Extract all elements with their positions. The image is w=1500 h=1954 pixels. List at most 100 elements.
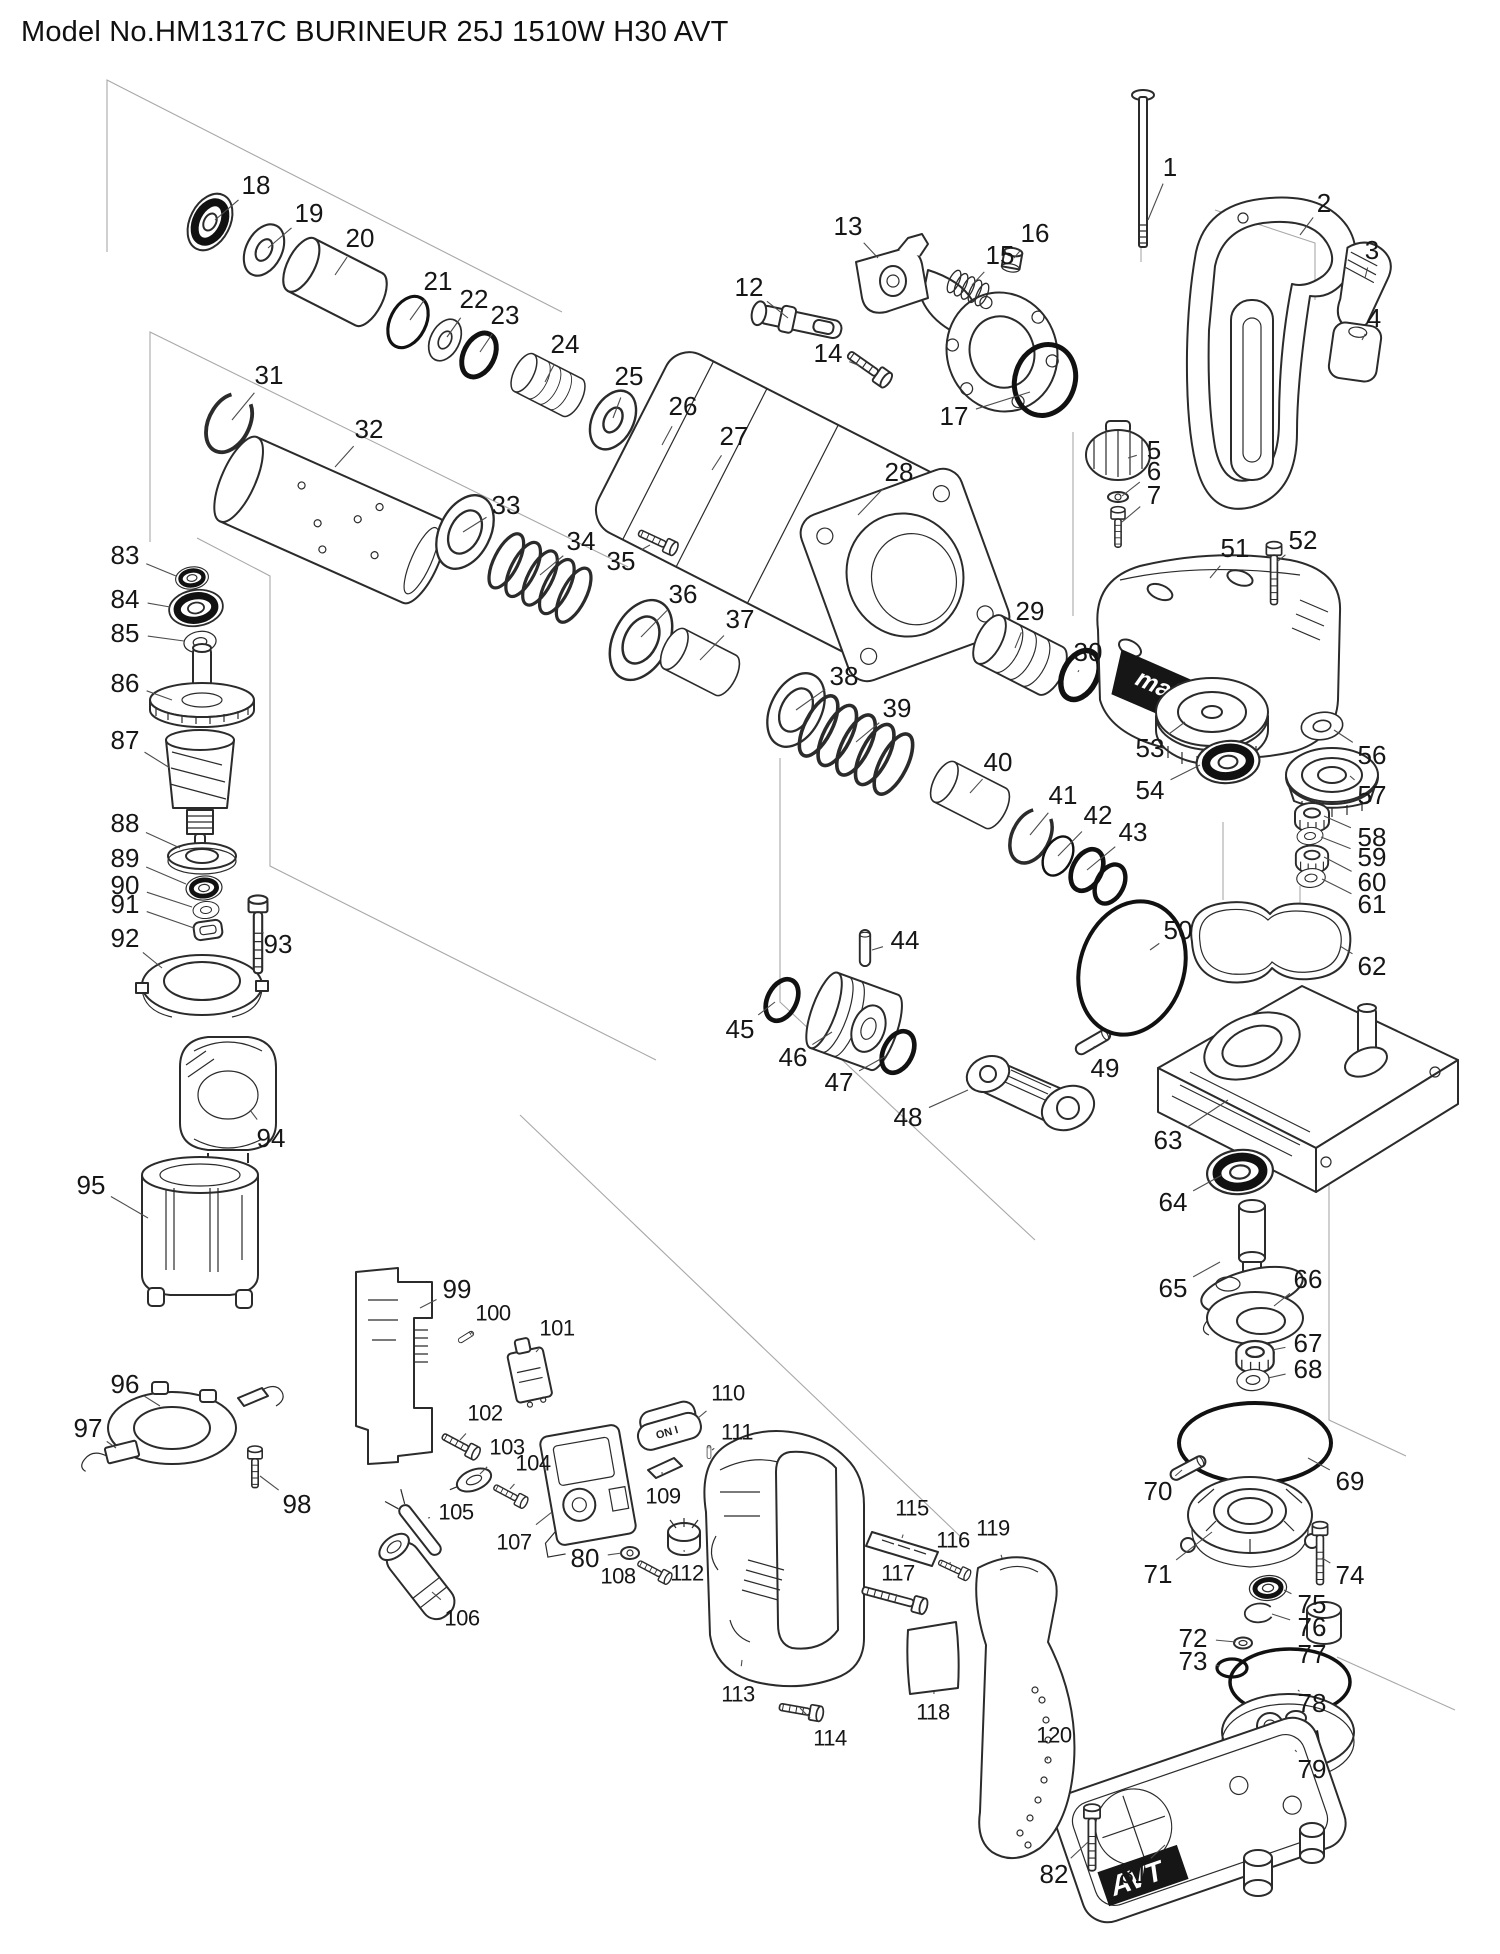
leader-line-59 — [1320, 836, 1351, 850]
part-label-88: 88 — [111, 808, 140, 838]
leader-line-23 — [479, 333, 493, 353]
leader-line-67 — [1271, 1346, 1286, 1351]
part-label-111: 111 — [721, 1420, 753, 1445]
part-label-69: 69 — [1336, 1466, 1365, 1496]
part-art-48 — [965, 1055, 1096, 1132]
leader-line-78 — [1297, 1689, 1300, 1692]
leader-line-93 — [261, 931, 264, 934]
leader-line-102 — [459, 1433, 467, 1441]
part-art-75 — [1248, 1574, 1287, 1602]
leader-line-60 — [1323, 856, 1352, 872]
leader-line-31 — [231, 392, 255, 421]
part-label-102: 102 — [467, 1401, 502, 1426]
part-label-18: 18 — [242, 170, 271, 200]
leader-line-73 — [1215, 1664, 1221, 1667]
part-label-86: 86 — [111, 668, 140, 698]
part-label-7: 7 — [1147, 480, 1161, 510]
part-art-14 — [843, 346, 896, 391]
part-label-120: 120 — [1036, 1723, 1071, 1748]
leader-line-50 — [1149, 942, 1160, 951]
part-label-41: 41 — [1049, 780, 1078, 810]
part-label-14: 14 — [814, 338, 843, 368]
part-label-108: 108 — [600, 1564, 635, 1589]
leader-line-120 — [1046, 1757, 1049, 1761]
part-label-99: 99 — [443, 1274, 472, 1304]
leader-line-48 — [928, 1089, 969, 1109]
part-art-108 — [634, 1556, 675, 1587]
part-art-17 — [1011, 342, 1079, 418]
leader-line-2 — [1299, 217, 1314, 236]
part-label-6: 6 — [1147, 456, 1161, 486]
leader-line-56 — [1333, 729, 1354, 743]
part-label-60: 60 — [1358, 867, 1387, 897]
part-label-112: 112 — [670, 1561, 704, 1586]
leader-line-82 — [1070, 1841, 1089, 1859]
leader-line-18 — [214, 199, 239, 221]
part-art-90 — [191, 899, 221, 921]
part-label-70: 70 — [1144, 1476, 1173, 1506]
leader-line-41 — [1029, 812, 1049, 836]
part-label-83: 83 — [111, 540, 140, 570]
part-art-103 — [449, 1467, 493, 1493]
leader-line-20 — [334, 256, 348, 276]
leader-line-33 — [462, 516, 487, 533]
part-art-43b — [1088, 859, 1131, 908]
part-art-41 — [999, 804, 1061, 872]
leader-line-100 — [469, 1331, 473, 1335]
part-art-98 — [247, 1445, 264, 1489]
part-label-20: 20 — [346, 223, 375, 253]
part-label-38: 38 — [830, 661, 859, 691]
part-label-89: 89 — [111, 843, 140, 873]
part-label-90: 90 — [111, 870, 140, 900]
leader-line-80 — [607, 1552, 623, 1556]
leader-line-85 — [147, 635, 185, 642]
leader-line-15 — [971, 271, 985, 286]
part-label-63: 63 — [1154, 1125, 1183, 1155]
leader-line-110 — [697, 1410, 707, 1419]
part-art-24 — [504, 348, 592, 422]
on-label: ON I — [655, 1424, 680, 1442]
part-label-52: 52 — [1289, 525, 1318, 555]
part-label-115: 115 — [895, 1496, 929, 1521]
part-art-83 — [174, 565, 210, 591]
leader-line-6 — [1121, 481, 1141, 497]
part-art-46 — [805, 971, 903, 1072]
part-art-91 — [192, 918, 224, 942]
leader-line-99 — [419, 1299, 437, 1309]
part-art-86 — [149, 643, 255, 728]
part-art-104 — [490, 1480, 531, 1511]
leader-line-38 — [795, 688, 826, 711]
part-label-74: 74 — [1336, 1560, 1365, 1590]
part-label-34: 34 — [567, 526, 596, 556]
part-label-56: 56 — [1358, 740, 1387, 770]
leader-line-12 — [766, 300, 789, 319]
part-art-107 — [539, 1424, 637, 1558]
part-label-105: 105 — [438, 1500, 473, 1525]
part-label-75: 75 — [1298, 1589, 1327, 1619]
leader-line-88 — [145, 832, 181, 849]
leader-line-46 — [812, 1031, 833, 1046]
part-art-71 — [1180, 1476, 1320, 1568]
part-art-4 — [1327, 321, 1383, 383]
part-label-21: 21 — [424, 266, 453, 296]
leader-line-71 — [1175, 1531, 1213, 1561]
part-art-3 — [1336, 241, 1392, 332]
part-art-81: AVT — [1053, 1716, 1347, 1924]
part-art-110: ON I — [636, 1400, 702, 1451]
part-label-85: 85 — [111, 618, 140, 648]
leader-line-21 — [409, 299, 426, 321]
leader-line-51 — [1209, 565, 1221, 579]
part-art-77 — [1306, 1601, 1342, 1645]
part-art-112 — [667, 1518, 701, 1556]
part-label-77: 77 — [1298, 1639, 1327, 1669]
part-art-63 — [1157, 985, 1459, 1193]
leader-line-5 — [1127, 454, 1137, 459]
part-label-44: 44 — [891, 925, 920, 955]
part-art-62 — [1190, 901, 1352, 984]
part-label-30: 30 — [1074, 637, 1103, 667]
part-label-26: 26 — [669, 391, 698, 421]
part-art-68 — [1235, 1367, 1271, 1393]
part-art-18 — [179, 186, 242, 258]
part-label-2: 2 — [1317, 188, 1331, 218]
leader-line-75 — [1283, 1589, 1292, 1595]
